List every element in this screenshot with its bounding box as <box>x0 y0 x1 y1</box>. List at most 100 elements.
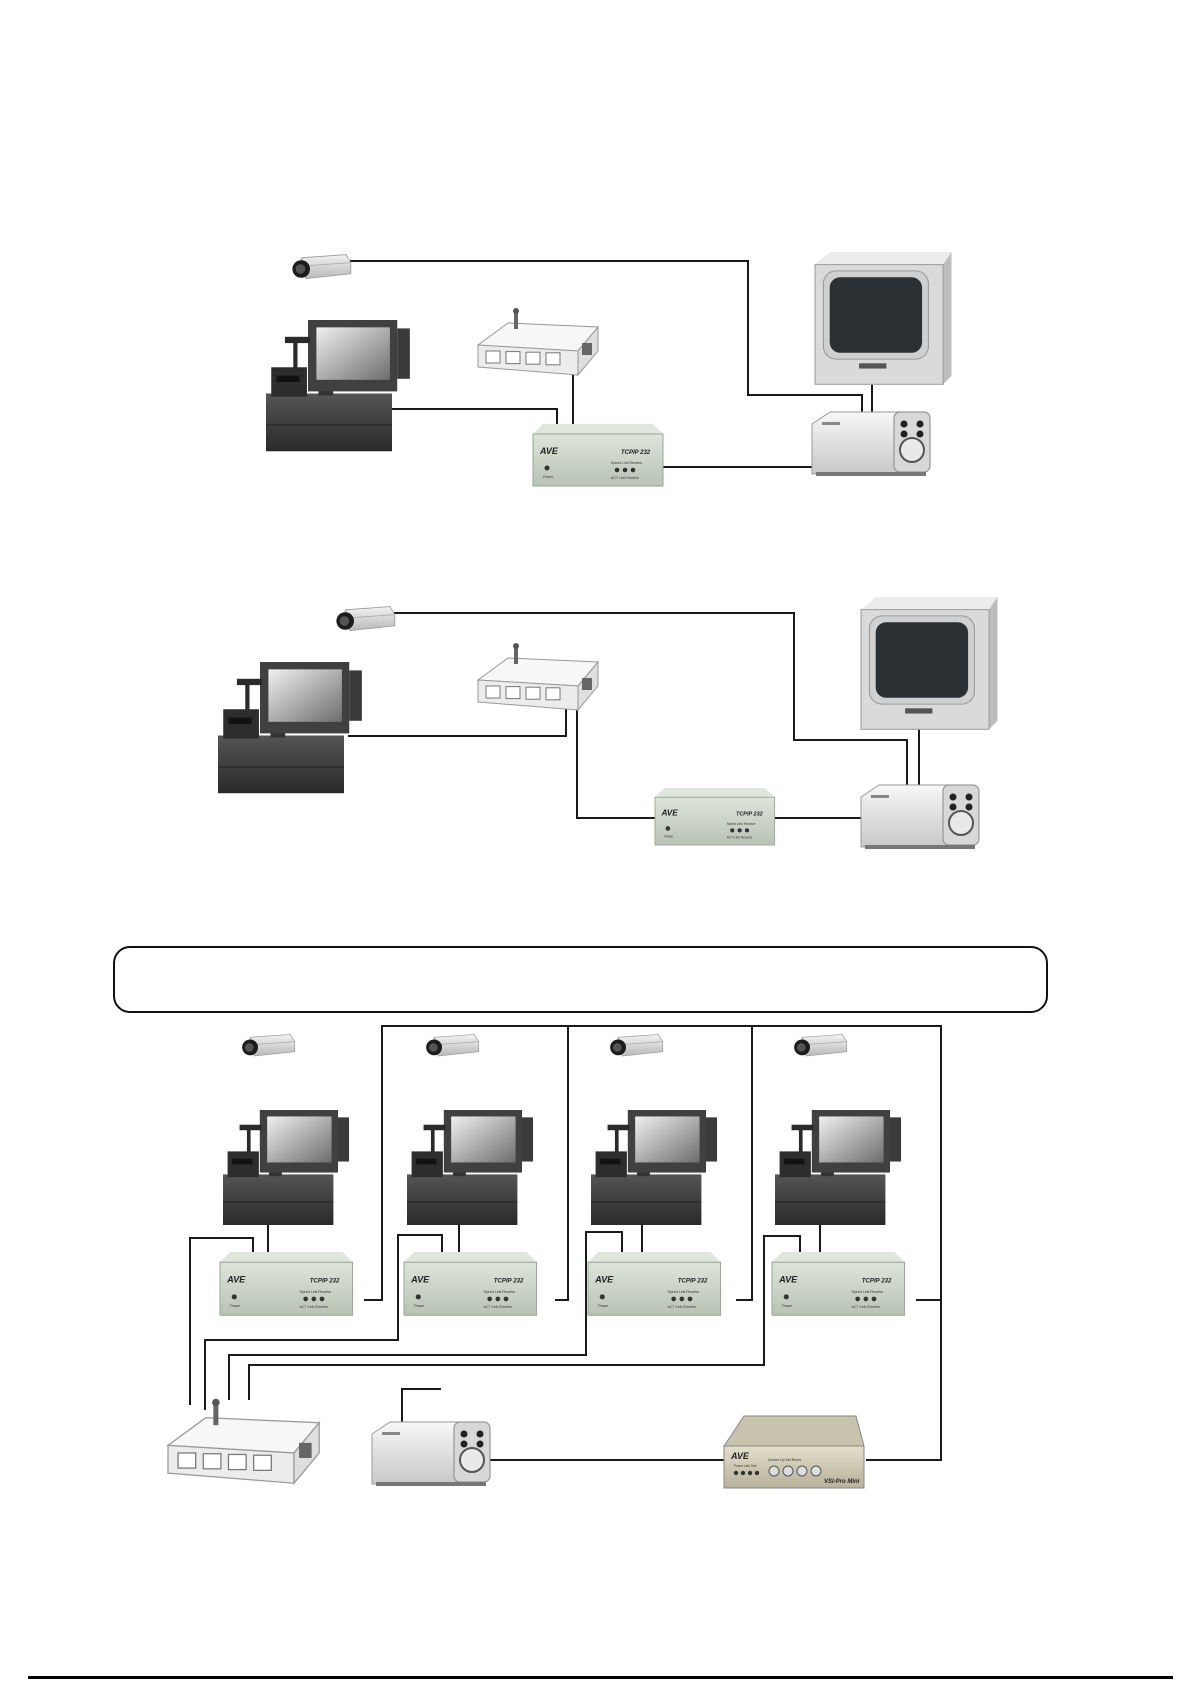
network-switch-icon <box>166 1398 321 1485</box>
round-button-icon <box>810 1465 822 1477</box>
tcpip-led-header: Speed Link Receive <box>300 1290 332 1294</box>
wire-converter-b-to-bus <box>555 1026 569 1301</box>
caption-frame <box>113 946 1048 1013</box>
tcpip-led-footer: ACT Link Receive <box>727 836 753 840</box>
network-switch-icon <box>476 308 600 377</box>
status-led-icon <box>747 1470 753 1476</box>
status-led-icon <box>754 1470 760 1476</box>
status-led-icon <box>744 828 750 833</box>
vspro-model-label: VSI-Pro Mini <box>824 1479 860 1485</box>
tcpip-led-footer: ACT Link Receive <box>300 1305 328 1309</box>
wire-converter-c-to-bus <box>736 1026 753 1301</box>
tcpip-brand-label: AVE <box>778 1275 798 1285</box>
status-led-icon <box>319 1296 325 1302</box>
camera-icon <box>336 606 396 632</box>
round-button-icon <box>782 1465 794 1477</box>
tcpip-led-footer: ACT Link Receive <box>611 476 639 480</box>
status-led-icon <box>871 1296 877 1302</box>
status-led-icon <box>671 1296 677 1302</box>
power-led-icon <box>544 465 550 471</box>
tcpip-model-label: TCPIP 232 <box>862 1278 892 1285</box>
tcpip-power-label: Power <box>543 475 554 479</box>
status-led-icon <box>622 467 628 473</box>
vspro-brand-label: AVE <box>730 1451 750 1461</box>
wire-switch-to-converter-2 <box>576 688 655 819</box>
camera-icon <box>426 1034 480 1057</box>
status-led-icon <box>495 1296 501 1302</box>
tcpip-led-header: Speed Link Receive <box>852 1290 884 1294</box>
tcpip-brand-label: AVE <box>539 446 559 456</box>
tcpip-brand-label: AVE <box>226 1275 246 1285</box>
pos-terminal-icon <box>223 1110 350 1225</box>
status-led-icon <box>730 828 735 833</box>
pos-terminal-icon <box>591 1110 718 1225</box>
round-button-icon <box>768 1465 780 1477</box>
dvr-unit-icon <box>371 1421 491 1486</box>
vspro-led-labels: Power Link Text <box>734 1464 757 1468</box>
crt-monitor-icon <box>860 597 998 730</box>
network-switch-icon <box>476 643 600 712</box>
status-led-icon <box>679 1296 685 1302</box>
tcpip-model-label: TCPIP 232 <box>310 1278 340 1285</box>
page-bottom-rule <box>28 1676 1173 1679</box>
status-led-icon <box>740 1470 746 1476</box>
power-led-icon <box>599 1294 605 1300</box>
status-led-icon <box>855 1296 861 1302</box>
status-led-icon <box>487 1296 493 1302</box>
wire-camera-to-dvr-1 <box>350 260 863 432</box>
tcpip-brand-label: AVE <box>594 1275 614 1285</box>
pos-terminal-icon <box>775 1110 902 1225</box>
tcpip-model-label: TCPIP 232 <box>678 1278 708 1285</box>
camera-icon <box>610 1034 664 1057</box>
tcpip-power-label: Power <box>598 1304 609 1308</box>
tcpip-led-footer: ACT Link Receive <box>852 1305 880 1309</box>
camera-icon <box>794 1034 848 1057</box>
wire-converter-a-to-switch <box>189 1237 254 1405</box>
tcpip-led-header: Speed Link Receive <box>484 1290 516 1294</box>
power-led-icon <box>231 1294 237 1300</box>
dvr-unit-icon <box>860 784 980 849</box>
status-led-icon <box>687 1296 693 1302</box>
pos-terminal-icon <box>218 662 362 794</box>
tcpip-power-label: Power <box>782 1304 793 1308</box>
vspro-button-labels: Screen Up Set Reset <box>768 1458 801 1462</box>
tcpip-brand-label: AVE <box>660 809 678 818</box>
caption-box <box>113 946 1048 1013</box>
wire-dvr-video-out <box>401 1388 441 1422</box>
pos-terminal-icon <box>407 1110 534 1225</box>
status-led-icon <box>614 467 620 473</box>
tcpip-brand-label: AVE <box>410 1275 430 1285</box>
wires <box>189 260 942 1461</box>
tcpip-power-label: Power <box>230 1304 241 1308</box>
wire-converter-d-to-switch <box>248 1235 801 1400</box>
round-button-icon <box>796 1465 808 1477</box>
status-led-icon <box>311 1296 317 1302</box>
status-led-icon <box>630 467 636 473</box>
tcpip-model-label: TCPIP 232 <box>494 1278 524 1285</box>
dvr-unit-icon <box>811 411 931 476</box>
camera-icon <box>292 254 352 280</box>
camera-icon <box>242 1034 296 1057</box>
status-led-icon <box>733 1470 739 1476</box>
wire-converter-b-to-switch <box>204 1234 443 1410</box>
status-led-icon <box>737 828 742 833</box>
tcpip-led-footer: ACT Link Receive <box>668 1305 696 1309</box>
status-led-icon <box>863 1296 869 1302</box>
tcpip-led-header: Speed Link Receive <box>668 1290 700 1294</box>
wire-bus-to-vsi-pro <box>364 1025 942 1461</box>
wire-pos-to-switch-2 <box>348 708 567 737</box>
tcpip-led-footer: ACT Link Receive <box>484 1305 512 1309</box>
tcpip-led-header: Speed Link Receive <box>611 461 642 465</box>
tcpip-model-label: TCPIP 232 <box>621 450 651 456</box>
crt-monitor-icon <box>814 252 952 385</box>
